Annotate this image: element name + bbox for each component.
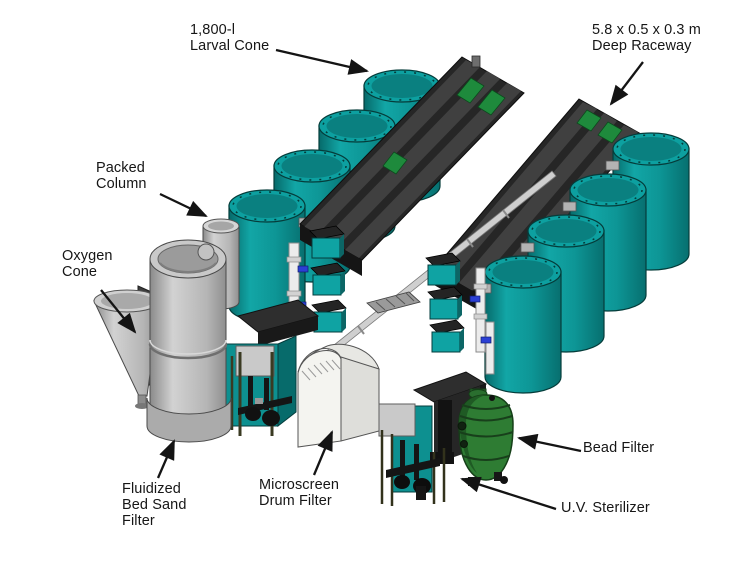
label-larval-cone: 1,800-l Larval Cone xyxy=(190,22,270,54)
arrow-uv-sterilizer xyxy=(460,476,557,511)
label-deep-raceway: 5.8 x 0.5 x 0.3 m Deep Raceway xyxy=(592,22,701,54)
arrow-deep-raceway xyxy=(609,61,644,106)
valve-handle xyxy=(480,336,492,344)
arrow-fluidized-bed xyxy=(156,439,176,479)
arrow-packed-column xyxy=(159,192,208,218)
valve-handle xyxy=(469,295,481,303)
right-tank-row xyxy=(477,132,690,394)
uv-sterilizer xyxy=(386,458,440,478)
valve-handle xyxy=(297,265,309,273)
bead-filter xyxy=(457,388,514,486)
deep-raceways-left-bank xyxy=(299,55,525,276)
fluidized-bed-sand-filter xyxy=(146,239,232,443)
callout-arrows xyxy=(100,48,644,511)
label-bead-filter: Bead Filter xyxy=(583,440,655,456)
raceway-end-boxes xyxy=(286,225,495,375)
sump-and-pumps xyxy=(225,299,320,436)
arrow-microscreen xyxy=(312,430,334,476)
grating xyxy=(366,291,421,314)
label-microscreen-drum-filter: Microscreen Drum Filter xyxy=(259,477,340,509)
label-uv-sterilizer: U.V. Sterilizer xyxy=(561,500,650,516)
microscreen-drum-filter xyxy=(297,343,380,448)
label-fluidized-bed-sand-filter: Fluidized Bed Sand Filter xyxy=(122,481,187,529)
label-packed-column: Packed Column xyxy=(96,160,147,192)
arrow-larval-cone xyxy=(275,48,369,75)
arrow-oxygen-cone xyxy=(100,289,137,334)
arrow-bead-filter xyxy=(517,433,582,453)
label-oxygen-cone: Oxygen Cone xyxy=(62,248,113,280)
